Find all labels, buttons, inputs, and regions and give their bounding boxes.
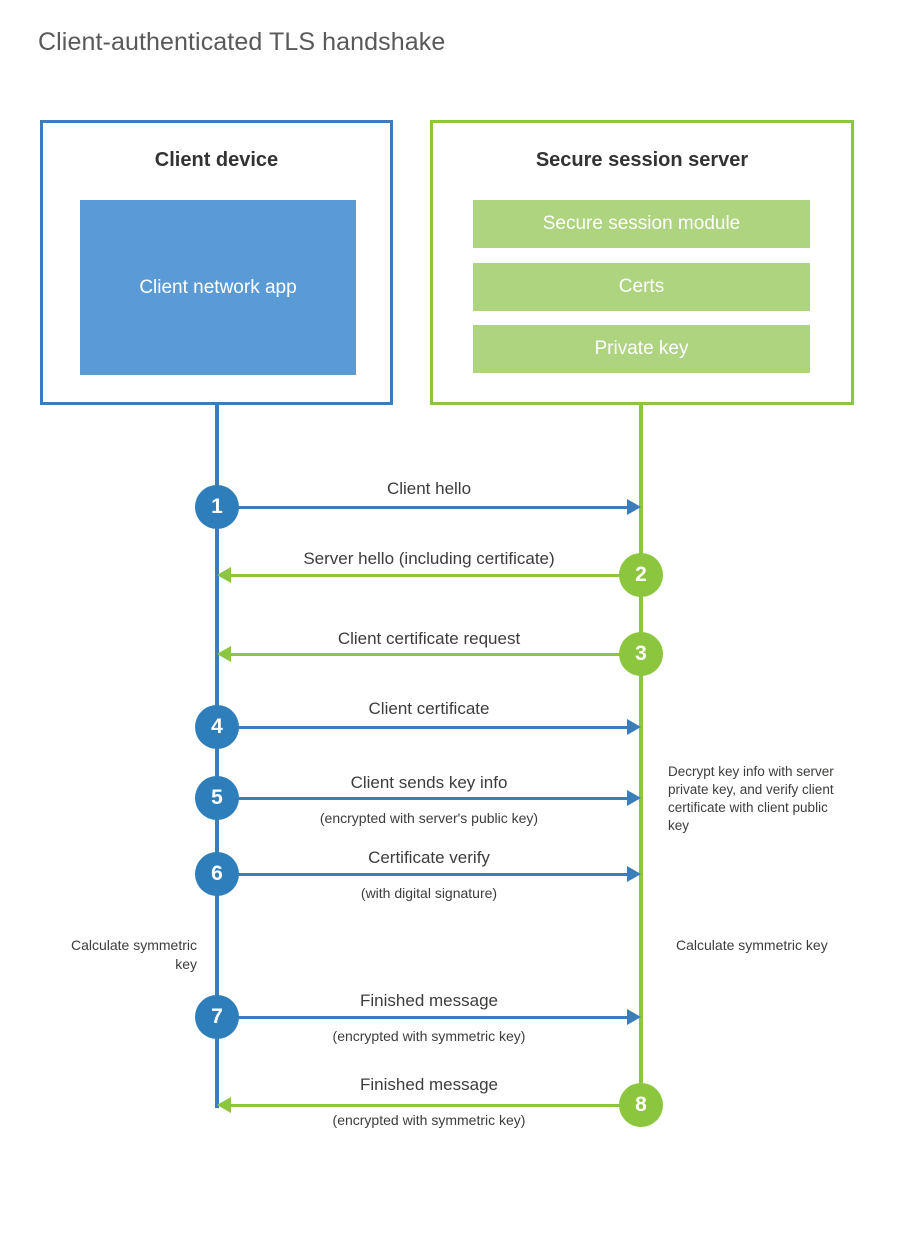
client-device-title: Client device [154,149,279,171]
step-1-label: Client hello [386,479,472,498]
client-network-app-block: Client network app [80,200,356,375]
page-title: Client-authenticated TLS handshake [38,28,446,56]
step-2-label: Server hello (including certificate) [303,549,555,568]
step-1-arrowhead-icon [627,499,641,515]
step-8-arrowhead-icon [217,1097,231,1113]
server-component-secure-session-module: Secure session module [473,200,810,248]
step-1-marker[interactable]: 1 [195,485,239,529]
step-8-sublabel: (encrypted with symmetric key) [332,1112,526,1128]
step-7-arrow-line [217,1016,627,1019]
step-5-sublabel: (encrypted with server's public key) [319,810,539,826]
step-3-arrowhead-icon [217,646,231,662]
client-device-box: Client device Client network app [40,120,393,405]
step-2-arrow-line [231,574,641,577]
step-1-arrow-line [217,506,627,509]
step-7-arrowhead-icon [627,1009,641,1025]
step-4-label: Client certificate [368,699,490,718]
step-5-label: Client sends key info [350,773,508,792]
step-4-marker[interactable]: 4 [195,705,239,749]
server-component-certs: Certs [473,263,810,311]
step-6-marker[interactable]: 6 [195,852,239,896]
server-component-private-key: Private key [473,325,810,373]
step-3-label: Client certificate request [337,629,521,648]
step-5-marker[interactable]: 5 [195,776,239,820]
secure-session-server-title: Secure session server [535,149,749,171]
step-3-marker[interactable]: 3 [619,632,663,676]
step-4-arrowhead-icon [627,719,641,735]
step-2-arrowhead-icon [217,567,231,583]
step-7-marker[interactable]: 7 [195,995,239,1039]
step-8-arrow-line [231,1104,641,1107]
step-6-arrowhead-icon [627,866,641,882]
server-process-annotation: Decrypt key info with server private key… [668,764,834,833]
step-5-arrowhead-icon [627,790,641,806]
step-8-marker[interactable]: 8 [619,1083,663,1127]
step-6-arrow-line [217,873,627,876]
step-6-label: Certificate verify [368,848,490,867]
server-lifeline [639,402,643,1105]
step-5-arrow-line [217,797,627,800]
step-3-arrow-line [231,653,641,656]
client-calculate-symmetric-key-annotation: Calculate symmetric key [70,937,197,972]
step-7-label: Finished message [360,991,498,1010]
step-7-sublabel: (encrypted with symmetric key) [332,1028,526,1044]
step-2-marker[interactable]: 2 [619,553,663,597]
step-4-arrow-line [217,726,627,729]
step-8-label: Finished message [360,1075,498,1094]
step-6-sublabel: (with digital signature) [360,885,498,901]
client-lifeline [215,402,219,1108]
secure-session-server-box: Secure session server Secure session mod… [430,120,854,405]
server-calculate-symmetric-key-annotation: Calculate symmetric key [676,937,828,953]
